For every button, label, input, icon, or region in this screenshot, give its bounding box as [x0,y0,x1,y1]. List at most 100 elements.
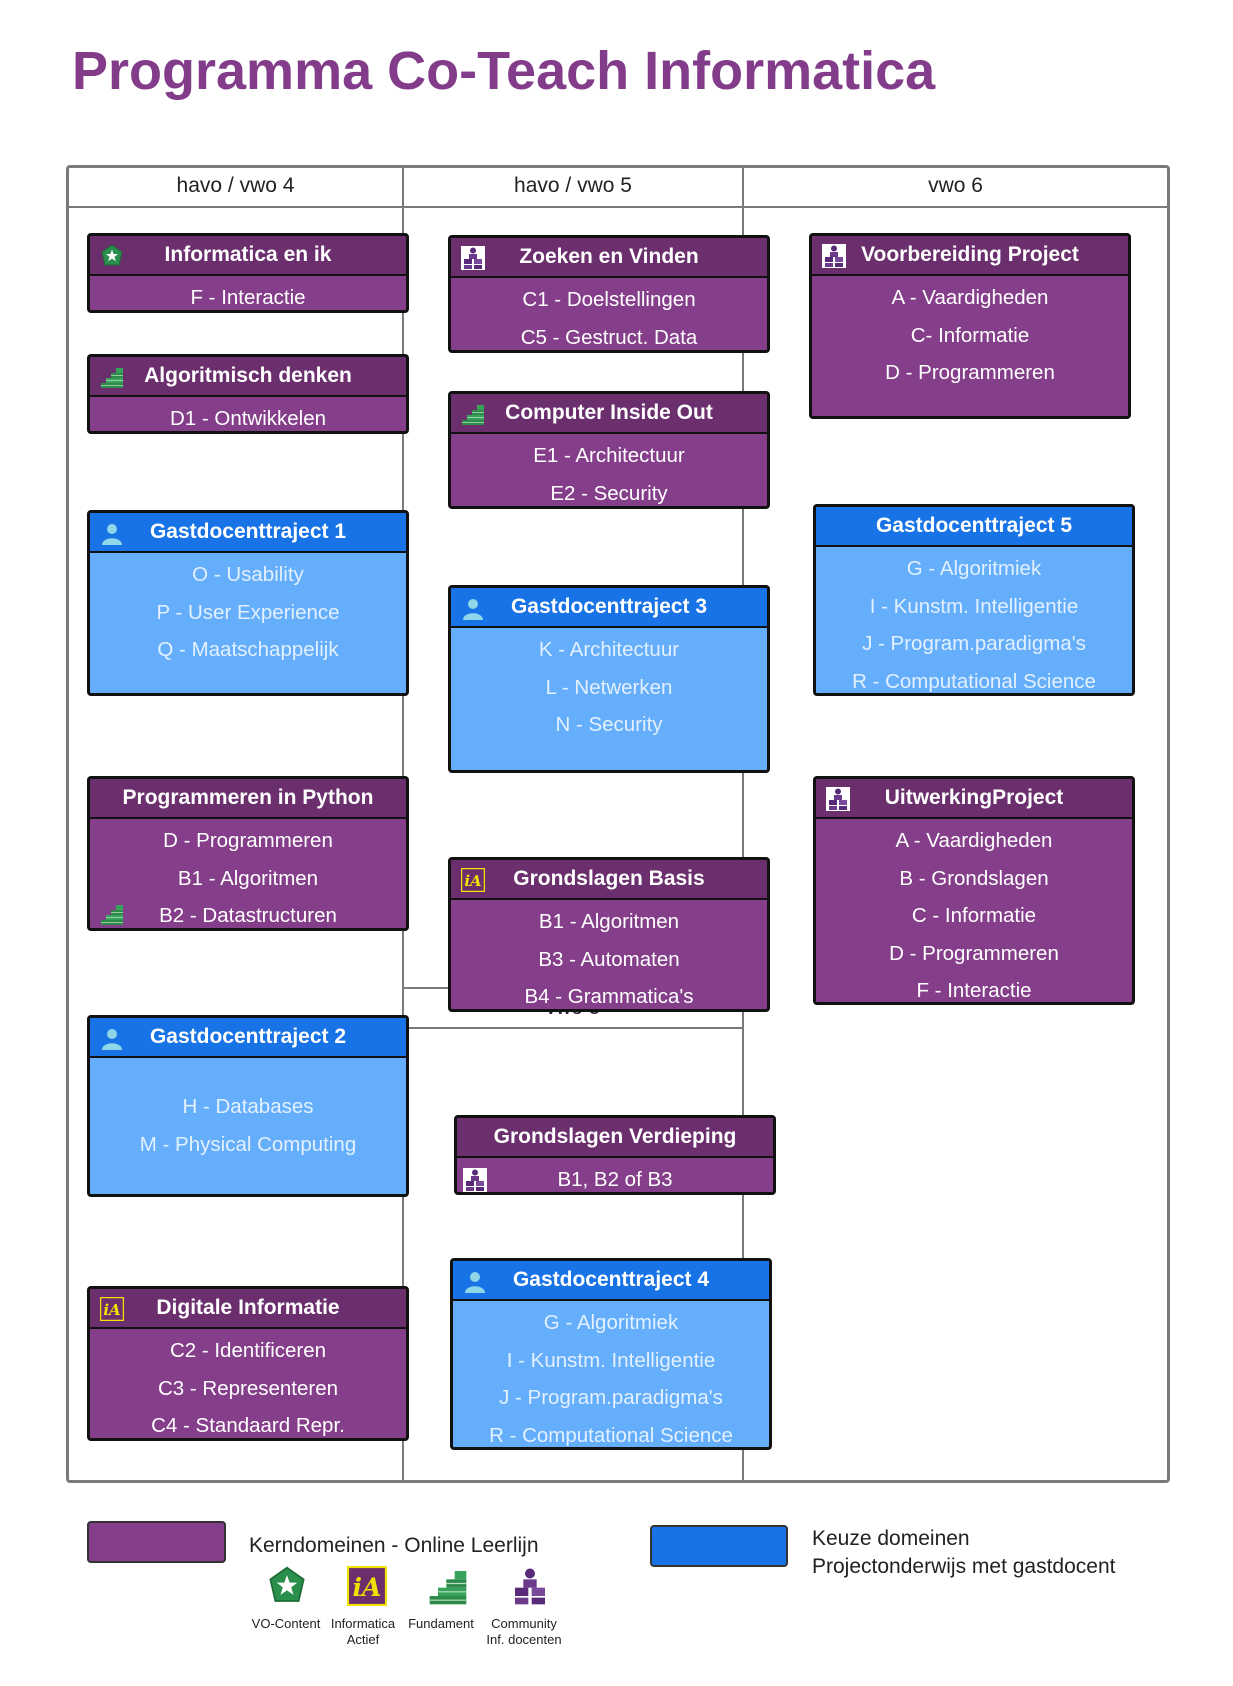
card-item: H - Databases [182,1095,314,1118]
card-item: C5 - Gestruct. Data [520,325,698,349]
card-item: N - Security [555,713,663,736]
card-item: B - Grondslagen [899,866,1049,890]
card-title: Gastdocenttraject 2 [149,1025,347,1048]
person-icon [100,521,124,545]
community-icon [826,787,850,811]
card-zoeken-en-vinden[interactable]: Zoeken en Vinden C1 - Doelstellingen C5 … [448,235,770,353]
header-divider [69,206,1167,208]
legend-caption-community: Community Inf. docenten [474,1616,574,1648]
community-icon [510,1566,550,1606]
card-header: Algoritmisch denken [90,357,406,397]
card-gastdocenttraject-3[interactable]: Gastdocenttraject 3 K - Architectuur L -… [448,585,770,773]
fundament-stairs-icon [100,902,124,926]
card-item: C- Informatie [910,323,1030,347]
card-header: Voorbereiding Project [812,236,1128,276]
person-icon [461,596,485,620]
card-title: Gastdocenttraject 3 [510,595,708,618]
card-item: A - Vaardigheden [895,829,1053,852]
vo-content-star-icon [267,1566,307,1606]
card-voorbereiding-project[interactable]: Voorbereiding Project A - Vaardigheden C… [809,233,1131,419]
caption-line: Inf. docenten [486,1632,562,1647]
card-uitwerking-project[interactable]: UitwerkingProject A - Vaardigheden B - G… [813,776,1135,1005]
card-header: Grondslagen Verdieping [457,1118,773,1158]
card-title: Zoeken en Vinden [519,245,699,268]
card-informatica-en-ik[interactable]: Informatica en ik F - Interactie [87,233,409,313]
card-item: B1 - Algoritmen [538,910,680,933]
person-icon [463,1269,487,1293]
caption-line: Informatica [330,1616,396,1631]
caption-line: Fundament [408,1616,474,1631]
card-item: J - Program.paradigma's [862,632,1086,655]
card-item: J - Program.paradigma's [499,1386,723,1409]
card-title: Programmeren in Python [122,786,374,809]
card-item: G - Algoritmiek [543,1311,679,1334]
card-grondslagen-basis[interactable]: Grondslagen Basis B1 - Algoritmen B3 - A… [448,857,770,1012]
card-item: B1, B2 of B3 [557,1168,673,1191]
legend-label-kern: Kerndomeinen - Online Leerlijn [249,1534,539,1557]
legend-label-keuze: Keuze domeinen Projectonderwijs met gast… [812,1525,1116,1581]
card-title: Digitale Informatie [156,1296,340,1319]
community-icon [822,244,846,268]
legend-keuze-line-1: Keuze domeinen [812,1527,970,1550]
card-item: K - Architectuur [538,638,680,661]
card-gastdocenttraject-1[interactable]: Gastdocenttraject 1 O - Usability P - Us… [87,510,409,696]
page-title: Programma Co-Teach Informatica [72,41,936,101]
card-header: UitwerkingProject [816,779,1132,819]
card-computer-inside-out[interactable]: Computer Inside Out E1 - Architectuur E2… [448,391,770,509]
card-item: I - Kunstm. Intelligentie [869,594,1079,618]
legend-swatch-kern [87,1521,226,1563]
card-programmeren-in-python[interactable]: Programmeren in Python D - Programmeren … [87,776,409,931]
community-icon [463,1168,487,1192]
card-algoritmisch-denken[interactable]: Algoritmisch denken D1 - Ontwikkelen [87,354,409,434]
legend-swatch-keuze [650,1525,788,1567]
legend-caption-informatica-actief: Informatica Actief [313,1616,413,1648]
card-item: F - Interactie [190,286,306,309]
card-item: D - Programmeren [889,941,1059,965]
community-icon [461,246,485,270]
caption-line: Community [491,1616,557,1631]
card-title: Gastdocenttraject 4 [512,1268,710,1291]
card-header: Grondslagen Basis [451,860,767,900]
card-item: A - Vaardigheden [891,286,1049,309]
card-header: Informatica en ik [90,236,406,276]
card-title: UitwerkingProject [884,786,1064,809]
card-item: E2 - Security [550,481,668,505]
person-icon [100,1026,124,1050]
column-divider-2 [742,168,744,1480]
card-item: I - Kunstm. Intelligentie [506,1348,716,1372]
informatica-actief-icon [100,1297,124,1321]
card-grondslagen-verdieping[interactable]: Grondslagen Verdieping B1, B2 of B3 [454,1115,776,1195]
card-title: Gastdocenttraject 1 [149,520,347,543]
card-item: B2 - Datastructuren [159,904,337,927]
card-digitale-informatie[interactable]: Digitale Informatie C2 - Identificeren C… [87,1286,409,1441]
column-header-vwo-6: vwo 6 [928,174,983,197]
legend-caption-fundament: Fundament [391,1616,491,1632]
card-item: C - Informatie [911,904,1037,927]
card-item: R - Computational Science [489,1423,733,1447]
card-gastdocenttraject-2[interactable]: Gastdocenttraject 2 H - Databases M - Ph… [87,1015,409,1197]
informatica-actief-icon [461,868,485,892]
card-gastdocenttraject-4[interactable]: Gastdocenttraject 4 G - Algoritmiek I - … [450,1258,772,1450]
card-item: F - Interactie [916,979,1032,1002]
card-title: Grondslagen Verdieping [493,1125,737,1148]
card-item: Q - Maatschappelijk [157,638,339,661]
card-item: C4 - Standaard Repr. [151,1414,345,1437]
card-gastdocenttraject-5[interactable]: Gastdocenttraject 5 G - Algoritmiek I - … [813,504,1135,696]
card-title: Computer Inside Out [505,401,713,424]
card-header: Gastdocenttraject 2 [90,1018,406,1058]
card-item: B3 - Automaten [538,947,680,971]
card-header: Gastdocenttraject 3 [451,588,767,628]
column-header-havo-vwo-5: havo / vwo 5 [514,174,632,197]
card-item: R - Computational Science [852,669,1096,693]
fundament-stairs-icon [100,365,124,389]
card-header: Gastdocenttraject 1 [90,513,406,553]
card-title: Informatica en ik [164,243,332,266]
card-item: E1 - Architectuur [533,444,685,467]
card-title: Algoritmisch denken [144,364,352,387]
caption-line: VO-Content [251,1616,321,1631]
card-header: Gastdocenttraject 5 [816,507,1132,547]
vo-content-star-icon [100,244,124,268]
column-header-havo-vwo-4: havo / vwo 4 [176,174,295,197]
card-item: C1 - Doelstellingen [522,288,696,311]
card-item: O - Usability [192,563,304,586]
